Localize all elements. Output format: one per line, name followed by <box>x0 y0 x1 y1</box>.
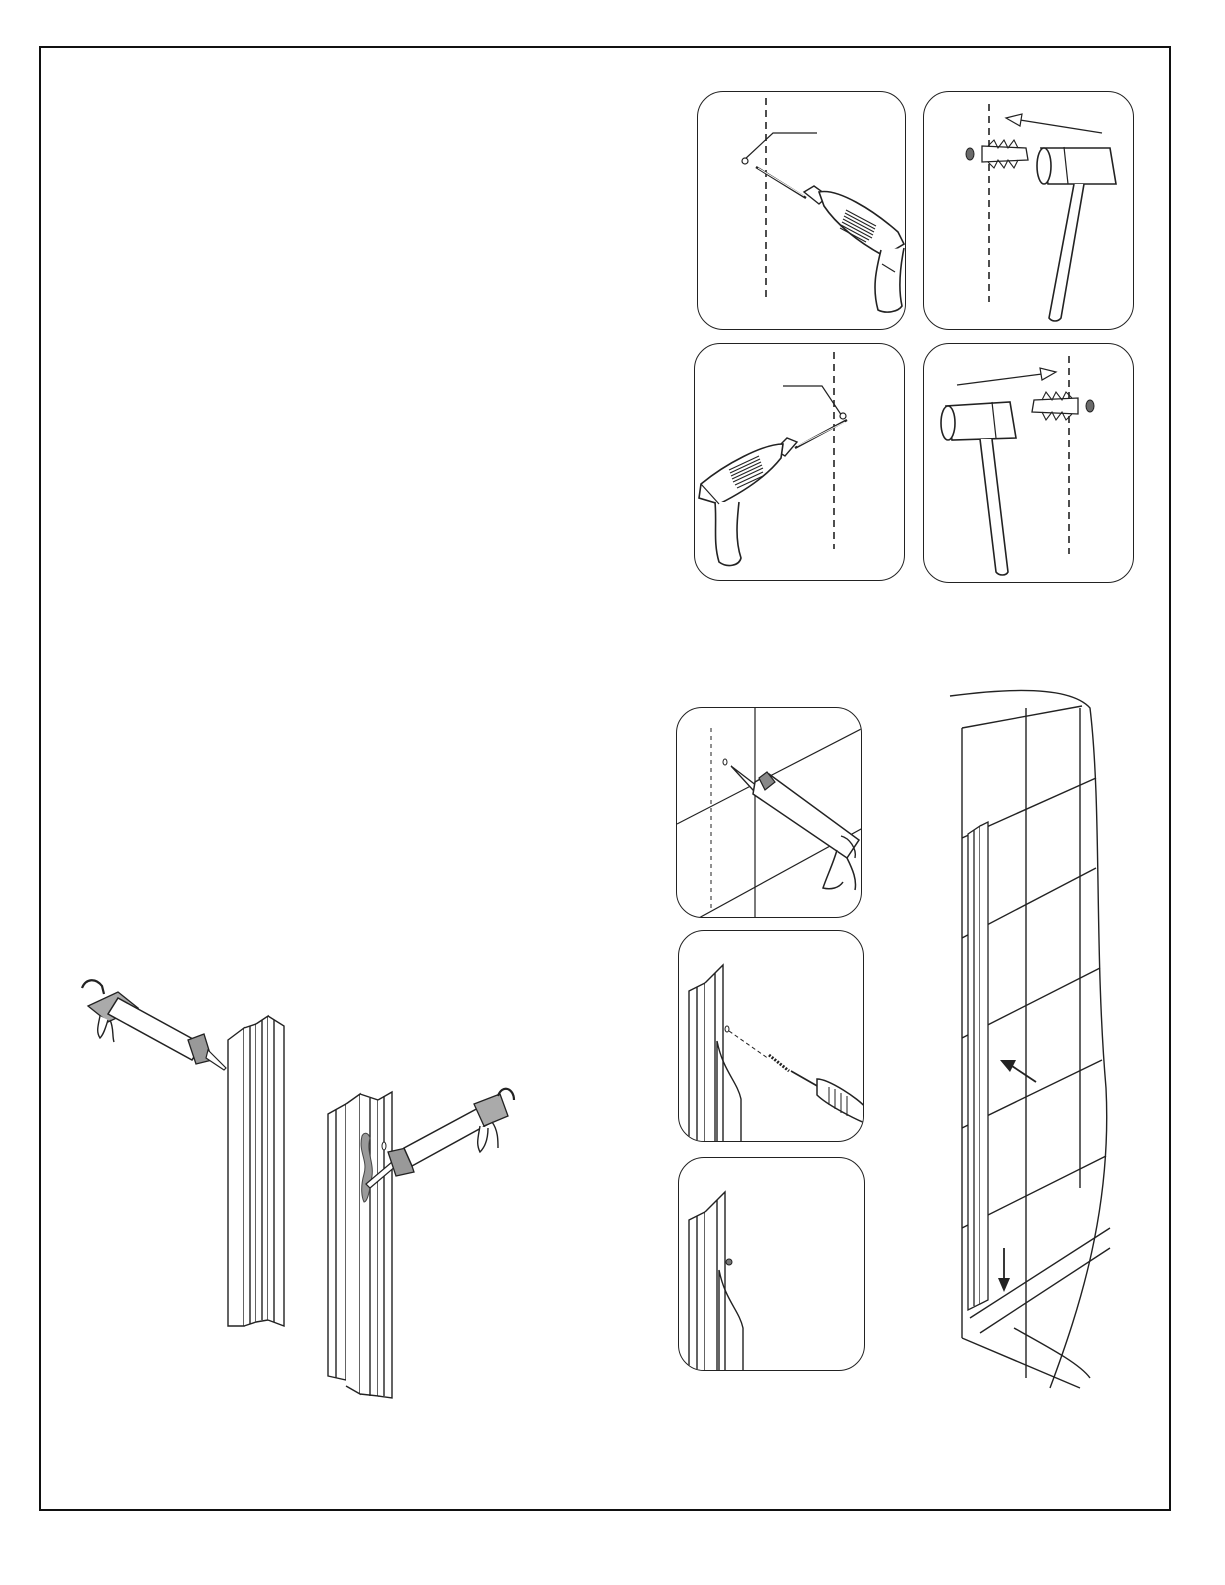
power-drill-icon <box>699 438 797 565</box>
caulk-gun-icon <box>731 766 859 890</box>
wall-channel <box>328 1092 392 1398</box>
caulk-gun-icon <box>82 980 226 1070</box>
wall-channel <box>968 822 988 1310</box>
direction-arrow <box>998 1248 1010 1292</box>
hammer-left-illustration <box>924 92 1134 330</box>
installed-channel-illustration <box>930 688 1130 1408</box>
leader-line <box>783 386 842 416</box>
wall-channel <box>689 1192 743 1371</box>
screw-head <box>726 1259 732 1265</box>
figure-caulk-channels <box>78 976 538 1406</box>
caulk-channels-illustration <box>78 976 538 1406</box>
wall-anchor-washer <box>966 148 974 160</box>
mallet-icon <box>1037 147 1116 321</box>
drill-bit-core <box>797 422 845 446</box>
drill-hole <box>723 759 727 765</box>
panel-drill-left <box>697 91 906 330</box>
direction-arrow <box>957 368 1056 385</box>
figure-installed-channel <box>930 688 1130 1408</box>
power-drill-icon <box>804 186 904 312</box>
hammer-right-illustration <box>924 344 1134 583</box>
panel-screw-channel <box>678 930 864 1142</box>
wall-anchor-washer <box>1086 400 1094 412</box>
screw-hole <box>382 1142 386 1150</box>
drill-left-illustration <box>698 92 906 330</box>
wall-channel <box>689 965 741 1142</box>
panel-caulk-hole <box>676 707 862 918</box>
caulk-hole-illustration <box>677 708 862 918</box>
direction-arrow <box>1000 1060 1036 1082</box>
guide-line <box>729 1031 769 1059</box>
channel-fixed-illustration <box>679 1158 865 1371</box>
drill-right-illustration <box>695 344 905 581</box>
drill-hole <box>742 158 748 164</box>
panel-channel-fixed <box>678 1157 865 1371</box>
panel-hammer-right <box>923 343 1134 583</box>
mallet-icon <box>941 402 1016 575</box>
direction-arrow <box>1006 114 1102 133</box>
screw-channel-illustration <box>679 931 864 1142</box>
panel-hammer-left <box>923 91 1134 330</box>
screw-hole <box>725 1026 729 1032</box>
panel-drill-right <box>694 343 905 581</box>
wall-anchor-icon <box>1032 392 1078 420</box>
leader-line <box>744 133 817 160</box>
drill-bit-core <box>758 168 804 196</box>
wall-channel <box>228 1016 284 1326</box>
screw-icon <box>769 1055 789 1071</box>
screwdriver-icon <box>791 1071 864 1123</box>
drill-hole <box>840 413 846 419</box>
